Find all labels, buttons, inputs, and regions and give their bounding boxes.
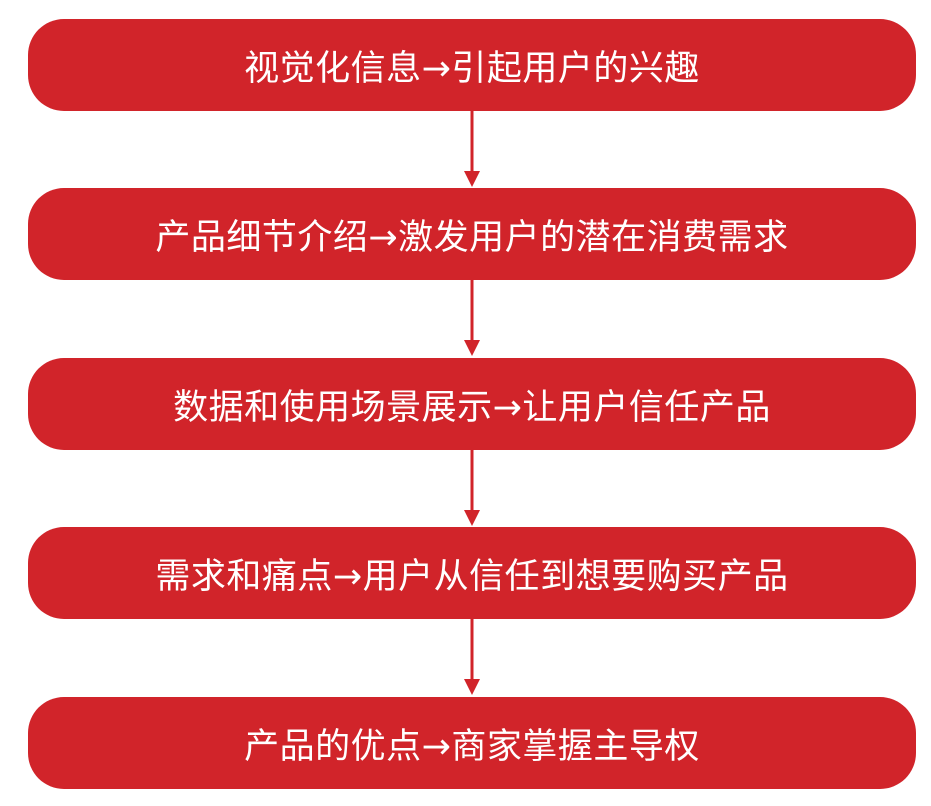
flow-step-3-label: 数据和使用场景展示→让用户信任产品 — [173, 387, 771, 428]
flow-step-3: 数据和使用场景展示→让用户信任产品 — [28, 358, 916, 450]
down-arrow-connector-4 — [464, 619, 480, 695]
down-arrow-connector-3 — [464, 450, 480, 526]
flow-step-1-label: 视觉化信息→引起用户的兴趣 — [244, 48, 700, 89]
flow-step-1: 视觉化信息→引起用户的兴趣 — [28, 19, 916, 111]
flow-step-5: 产品的优点→商家掌握主导权 — [28, 697, 916, 789]
flow-step-5-label: 产品的优点→商家掌握主导权 — [244, 726, 700, 767]
flow-step-4: 需求和痛点→用户从信任到想要购买产品 — [28, 527, 916, 619]
down-arrow-connector-2 — [464, 280, 480, 356]
flow-step-4-label: 需求和痛点→用户从信任到想要购买产品 — [155, 556, 789, 597]
down-arrow-connector-1 — [464, 111, 480, 187]
flow-step-2: 产品细节介绍→激发用户的潜在消费需求 — [28, 188, 916, 280]
flow-step-2-label: 产品细节介绍→激发用户的潜在消费需求 — [155, 217, 789, 258]
